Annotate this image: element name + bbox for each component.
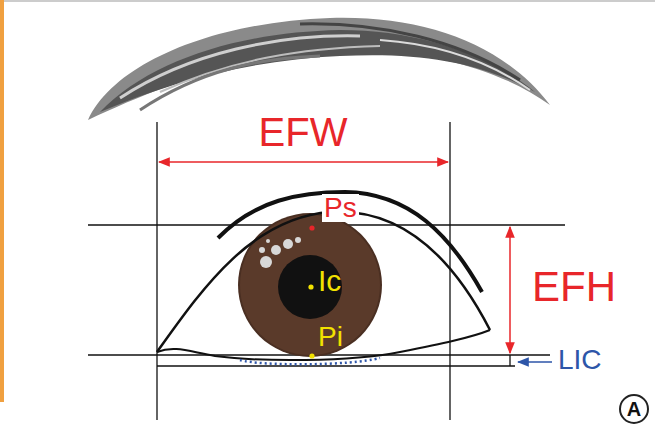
lic-tick xyxy=(509,355,510,366)
reference-lines xyxy=(88,122,565,420)
iris xyxy=(238,213,382,357)
panel-letter-circle: A xyxy=(619,394,649,424)
eyelids xyxy=(157,192,490,360)
landmark-label: Ic xyxy=(318,266,341,296)
panel-letter: A xyxy=(627,399,641,419)
dimension-label: EFW xyxy=(259,112,348,152)
side-bar xyxy=(0,0,4,402)
eyebrow xyxy=(88,18,550,120)
height-arrow xyxy=(509,227,511,353)
lic-arrow xyxy=(518,361,552,363)
landmark-label: Ps xyxy=(322,194,359,222)
landmark-dot xyxy=(309,353,314,358)
pupil xyxy=(278,255,342,319)
landmark-label: Pi xyxy=(318,323,343,351)
dimension-label: EFH xyxy=(532,266,616,308)
width-arrow xyxy=(159,161,448,163)
limbus-dotted-arc xyxy=(240,358,380,364)
top-rule xyxy=(4,0,655,2)
highlight xyxy=(259,237,301,268)
landmark-dot xyxy=(309,225,314,230)
landmark-dot xyxy=(308,284,313,289)
dimension-label: LIC xyxy=(558,346,602,374)
